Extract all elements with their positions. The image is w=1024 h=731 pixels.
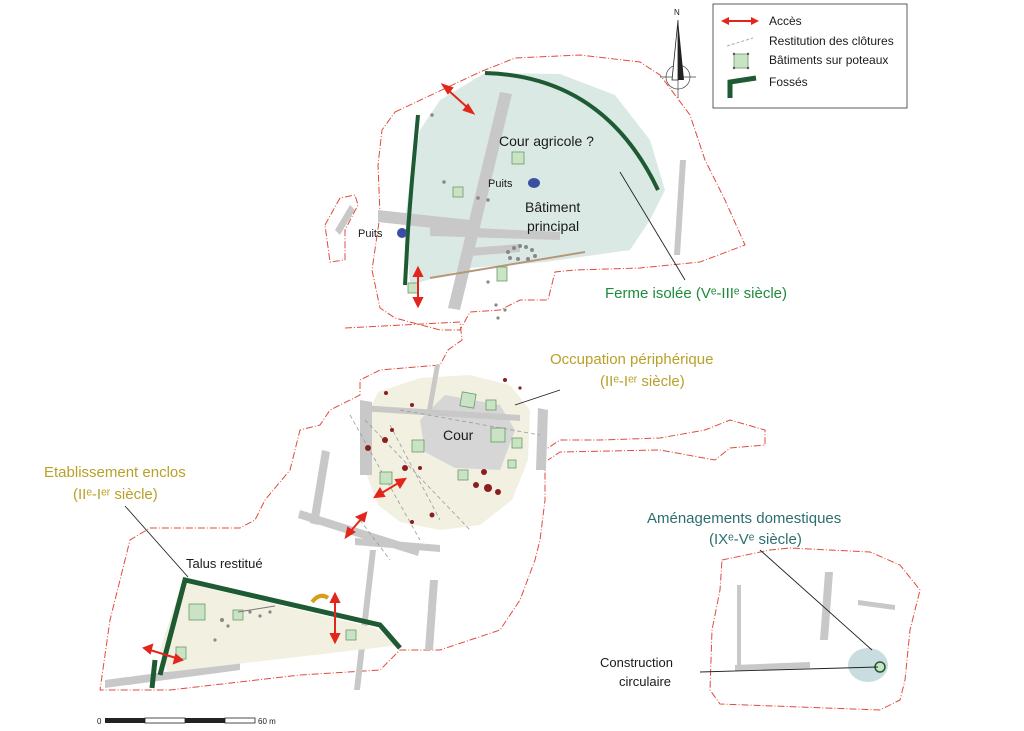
boundary-southeast <box>709 547 921 711</box>
label-cour: Cour <box>443 427 474 443</box>
scale-start-label: 0 <box>97 717 102 726</box>
leader-lines <box>124 171 879 673</box>
label-etablissement-line1: Etablissement enclos <box>44 464 186 481</box>
label-occupation-line2: (IIᵉ-Iᵉʳ siècle) <box>600 373 685 390</box>
dark-green-ditch-icon <box>727 75 757 98</box>
map-labels: Cour agricole ? Puits Puits Bâtiment pri… <box>44 133 841 689</box>
boundary-corridor <box>99 321 766 691</box>
post-building <box>188 603 206 621</box>
label-construction: Construction <box>600 655 673 670</box>
access-arrows <box>142 83 476 665</box>
gray-traces-southeast <box>735 572 895 671</box>
label-circulaire: circulaire <box>619 674 671 689</box>
access-arrow <box>373 477 407 499</box>
well-marker <box>528 178 540 188</box>
access-arrow <box>440 83 476 115</box>
domestic-zone <box>848 648 888 682</box>
post-building <box>452 186 464 198</box>
post-building <box>496 266 508 282</box>
label-batiment: Bâtiment <box>525 199 580 215</box>
main-building-postholes <box>430 113 537 320</box>
scale-bar: 0 60 m <box>97 717 276 726</box>
post-building <box>411 439 425 453</box>
boundary-north <box>371 54 746 331</box>
curved-feature <box>310 593 330 604</box>
post-building <box>507 459 517 469</box>
post-building <box>485 399 497 411</box>
post-building <box>490 427 506 443</box>
peripheral-post-buildings <box>379 391 523 485</box>
label-talus-restitue: Talus restitué <box>186 556 263 571</box>
label-etablissement-line2: (IIᵉ-Iᵉʳ siècle) <box>73 486 158 503</box>
ditch-west <box>403 114 420 286</box>
red-double-arrow-icon <box>721 17 759 25</box>
access-arrow <box>344 511 368 540</box>
label-principal: principal <box>527 218 579 234</box>
access-arrow <box>329 591 341 645</box>
farm-post-buildings <box>407 151 525 294</box>
green-square-icon <box>732 52 750 70</box>
label-puits-west: Puits <box>358 228 383 240</box>
farm-ditches <box>403 71 660 286</box>
label-occupation-line1: Occupation périphérique <box>550 351 713 368</box>
post-building <box>345 629 357 641</box>
scale-end-label: 60 m <box>258 717 276 726</box>
legend-label-fosses: Fossés <box>769 75 808 89</box>
legend-label-batiments: Bâtiments sur poteaux <box>769 53 888 67</box>
post-building <box>511 151 525 165</box>
post-building <box>511 437 523 449</box>
enclosure-postholes <box>213 610 272 642</box>
pits <box>365 378 522 524</box>
north-arrow: N <box>660 8 696 98</box>
enclosure-ditches <box>157 577 402 676</box>
legend-label-clotures: Restitution des clôtures <box>769 34 894 48</box>
enclosure-post-buildings <box>175 603 357 660</box>
north-label: N <box>674 8 680 17</box>
post-building <box>457 469 469 481</box>
legend-label-acces: Accès <box>769 14 802 28</box>
dashed-gray-line-icon <box>726 37 754 47</box>
enclosure-interior <box>160 582 400 672</box>
legend: Accès Restitution des clôtures Bâtiments… <box>712 3 908 109</box>
post-building <box>232 609 244 621</box>
label-amenagements-line1: Aménagements domestiques <box>647 510 841 527</box>
access-arrow <box>412 265 424 309</box>
boundary-west-strip <box>324 194 359 263</box>
post-building <box>459 391 477 409</box>
enclosure-ditch-west-stub <box>149 659 158 689</box>
post-building <box>407 282 419 294</box>
label-amenagements-line2: (IXᵉ-Vᵉ siècle) <box>709 531 802 548</box>
ditch-north-curve <box>484 71 660 191</box>
label-ferme-isolee: Ferme isolée (Vᵉ-IIIᵉ siècle) <box>605 285 787 302</box>
well-marker <box>397 228 407 238</box>
post-building <box>379 471 393 485</box>
brown-boundary-line <box>429 251 586 279</box>
enclosure-fence-inner <box>237 605 276 613</box>
label-puits-east: Puits <box>488 178 513 190</box>
access-arrow <box>142 643 184 665</box>
label-cour-agricole: Cour agricole ? <box>499 133 594 149</box>
